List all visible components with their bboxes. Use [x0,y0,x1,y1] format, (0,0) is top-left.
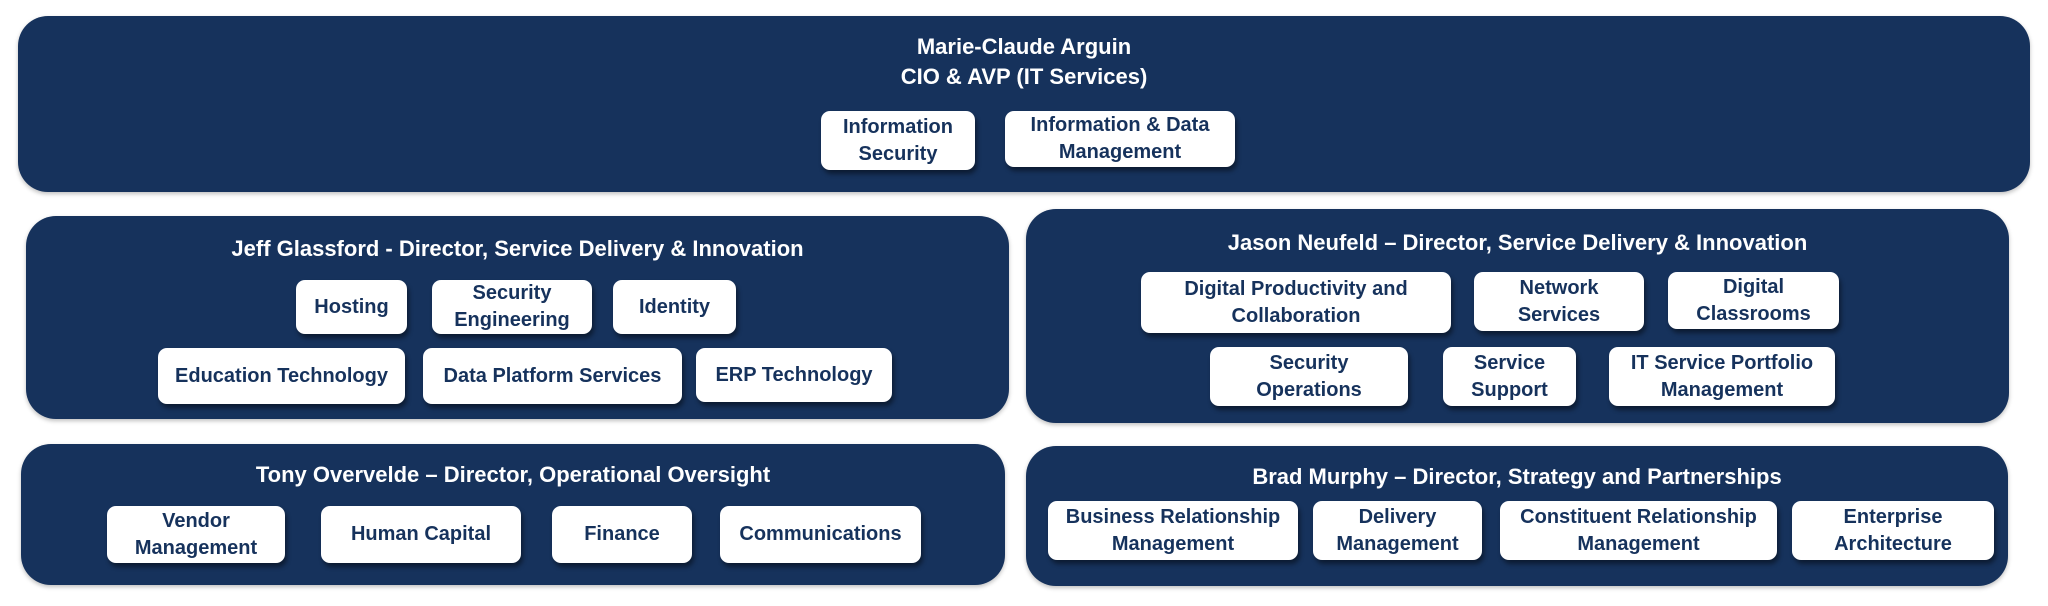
jeff-glassford-title: Jeff Glassford - Director, Service Deliv… [231,236,804,261]
unit-education-technology[interactable]: Education Technology [158,348,405,404]
unit-hosting[interactable]: Hosting [296,280,407,334]
jason-neufeld-title: Jason Neufeld – Director, Service Delive… [1227,230,1808,255]
unit-information-security[interactable]: Information Security [821,111,975,170]
brad-murphy-title: Brad Murphy – Director, Strategy and Par… [1252,464,1782,489]
unit-network-services[interactable]: Network Services [1474,272,1644,331]
unit-security-engineering[interactable]: Security Engineering [432,280,592,334]
unit-security-operations[interactable]: Security Operations [1210,347,1408,406]
jeff-glassford-panel: Jeff Glassford - Director, Service Deliv… [26,216,1009,419]
unit-erp-technology[interactable]: ERP Technology [696,348,892,402]
unit-digital-productivity-collaboration[interactable]: Digital Productivity and Collaboration [1141,272,1451,333]
unit-human-capital[interactable]: Human Capital [321,506,521,563]
unit-constituent-relationship-management[interactable]: Constituent Relationship Management [1500,501,1777,560]
unit-communications[interactable]: Communications [720,506,921,563]
cio-name: Marie-Claude Arguin [916,34,1132,59]
jason-neufeld-panel: Jason Neufeld – Director, Service Delive… [1026,209,2009,423]
brad-murphy-panel: Brad Murphy – Director, Strategy and Par… [1026,446,2008,586]
cio-role: CIO & AVP (IT Services) [900,64,1148,89]
unit-delivery-management[interactable]: Delivery Management [1313,501,1482,560]
unit-information-data-management[interactable]: Information & Data Management [1005,111,1235,167]
unit-it-service-portfolio-management[interactable]: IT Service Portfolio Management [1609,347,1835,406]
unit-vendor-management[interactable]: Vendor Management [107,506,285,563]
unit-enterprise-architecture[interactable]: Enterprise Architecture [1792,501,1994,560]
unit-data-platform-services[interactable]: Data Platform Services [423,348,682,404]
unit-digital-classrooms[interactable]: Digital Classrooms [1668,272,1839,329]
unit-service-support[interactable]: Service Support [1443,347,1576,406]
cio-panel: Marie-Claude Arguin CIO & AVP (IT Servic… [18,16,2030,192]
unit-finance[interactable]: Finance [552,506,692,563]
tony-overvelde-panel: Tony Overvelde – Director, Operational O… [21,444,1005,585]
tony-overvelde-title: Tony Overvelde – Director, Operational O… [255,462,771,487]
unit-identity[interactable]: Identity [613,280,736,334]
unit-business-relationship-management[interactable]: Business Relationship Management [1048,501,1298,560]
